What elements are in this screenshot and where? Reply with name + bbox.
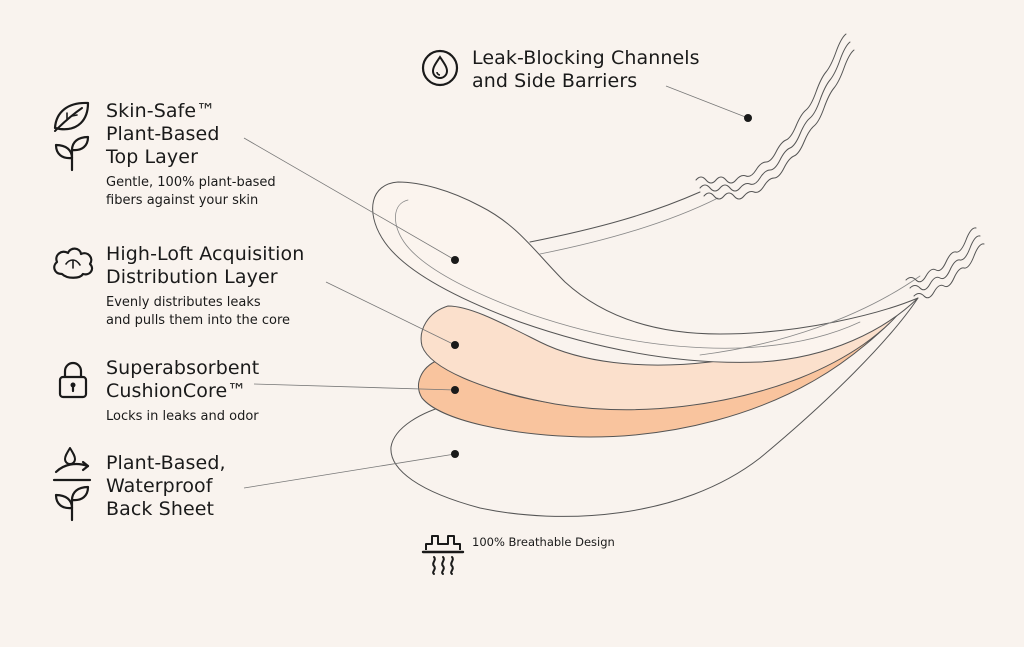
leaf-icon — [53, 101, 90, 132]
leader-line-distribution — [325, 281, 456, 346]
right-wing-line — [699, 275, 921, 356]
leader-dot-channels — [744, 114, 752, 122]
leader-line-back-sheet — [243, 453, 456, 489]
distribution-heading-line2: Distribution Layer — [106, 266, 278, 288]
top-layer — [372, 181, 919, 363]
leader-dot-core — [451, 386, 459, 394]
cotton-icon — [53, 247, 94, 279]
channels-heading-line1: Leak-Blocking Channels — [472, 47, 700, 69]
leader-dots — [451, 114, 752, 458]
distribution-desc-line1: Evenly distributes leaks — [106, 295, 261, 310]
label-core: Superabsorbent CushionCore™ Locks in lea… — [106, 357, 259, 426]
back-sheet-heading-line1: Plant-Based, — [106, 452, 226, 474]
distribution-heading-line1: High-Loft Acquisition — [106, 243, 305, 265]
top-layer-desc-line1: Gentle, 100% plant-based — [106, 175, 276, 190]
top-layer-desc-line2: fibers against your skin — [106, 193, 259, 208]
side-wrap-line — [529, 191, 701, 243]
lock-icon — [58, 361, 88, 399]
top-layer-inner-line — [395, 199, 861, 349]
leader-dot-distribution — [451, 341, 459, 349]
label-back-sheet: Plant-Based, Waterproof Back Sheet — [106, 452, 226, 521]
back-sheet-heading-line3: Back Sheet — [106, 498, 215, 520]
breathable-design-label: 100% Breathable Design — [472, 535, 615, 549]
channels-heading-line2: and Side Barriers — [472, 70, 638, 92]
barrier-waves-right — [905, 227, 985, 299]
leader-lines — [243, 85, 749, 489]
water-shield-icon — [52, 447, 92, 482]
label-distribution: High-Loft Acquisition Distribution Layer… — [106, 243, 304, 330]
sprout-icon — [54, 135, 90, 172]
label-channels: Leak-Blocking Channels and Side Barriers — [472, 47, 700, 93]
side-wrap-line-inner — [539, 197, 719, 255]
core-heading-line1: Superabsorbent — [106, 357, 260, 379]
core-heading-line2: CushionCore™ — [106, 380, 247, 402]
distribution-desc-line2: and pulls them into the core — [106, 313, 290, 328]
barrier-waves-upper — [695, 33, 855, 200]
top-layer-heading-line2: Plant-Based — [106, 123, 220, 145]
distribution-layer — [420, 305, 906, 411]
core-desc-line1: Locks in leaks and odor — [106, 409, 259, 424]
sprout-icon — [54, 485, 90, 522]
leader-dot-back-sheet — [451, 450, 459, 458]
top-layer-heading-line3: Top Layer — [106, 146, 198, 168]
droplet-icon — [421, 49, 459, 87]
top-layer-heading-line1: Skin-Safe™ — [106, 100, 216, 122]
leader-dot-top-layer — [451, 256, 459, 264]
leader-line-top-layer — [243, 137, 456, 261]
back-sheet-heading-line2: Waterproof — [106, 475, 213, 497]
leader-line-core — [253, 383, 456, 391]
label-top-layer: Skin-Safe™ Plant-Based Top Layer Gentle,… — [106, 100, 276, 210]
leader-line-channels — [665, 85, 749, 119]
breathable-icon — [421, 535, 465, 575]
